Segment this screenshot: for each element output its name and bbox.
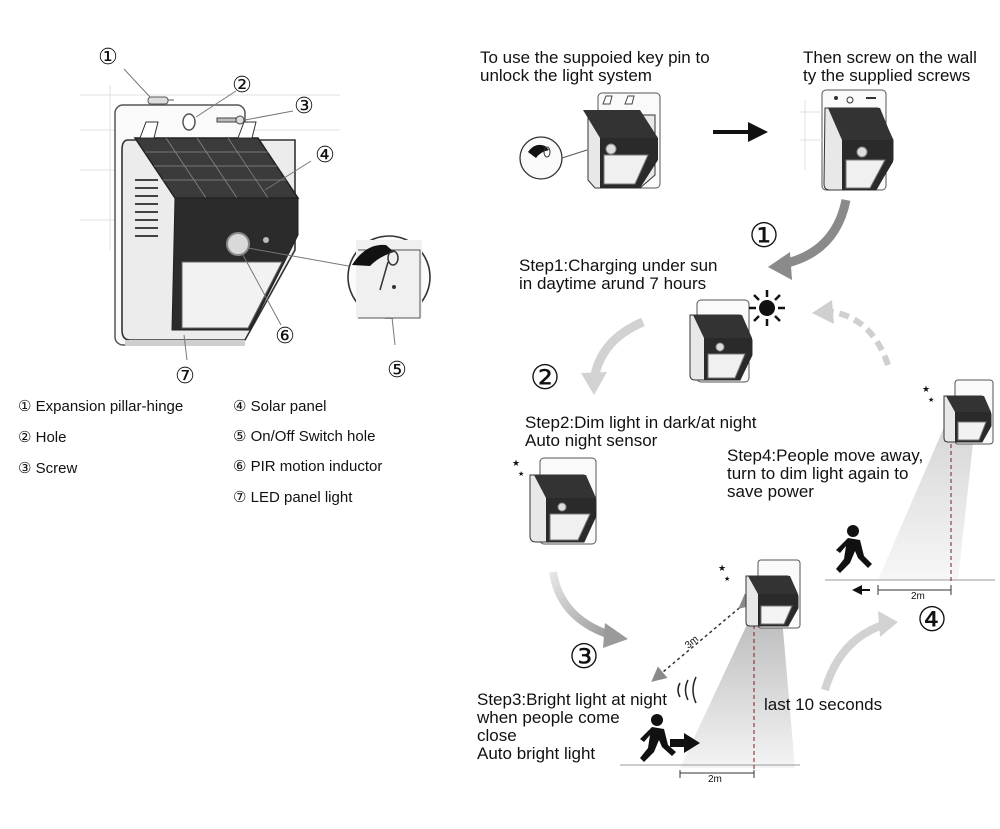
sun-icon bbox=[749, 290, 785, 326]
part-screw-graphic bbox=[216, 115, 245, 125]
legend-label: PIR motion inductor bbox=[250, 458, 383, 475]
device-screwed-illustration bbox=[800, 89, 894, 191]
legend-label: On/Off Switch hole bbox=[250, 428, 376, 445]
part-hole-graphic bbox=[182, 113, 196, 131]
step-marker-3: ③ bbox=[568, 637, 600, 677]
distance-2m-label-step4: 2m bbox=[911, 591, 925, 602]
part-pillar-hinge-graphic bbox=[147, 96, 174, 105]
step-marker-2: ② bbox=[529, 358, 561, 398]
step-marker-1: ① bbox=[748, 216, 780, 256]
step4-text: Step4:People move away, turn to dim ligh… bbox=[727, 446, 924, 501]
svg-text:★: ★ bbox=[518, 470, 524, 478]
arrow-to-step3 bbox=[549, 571, 612, 639]
person-walking-step4 bbox=[836, 525, 872, 573]
distance-2m-label-step3: 2m bbox=[708, 774, 722, 785]
legend-mark: ⑤ bbox=[233, 428, 247, 445]
part-marker-7: ⑦ bbox=[175, 364, 195, 389]
part-marker-4: ④ bbox=[315, 143, 335, 168]
step4-scene bbox=[825, 425, 995, 595]
arrow-step4-to-step1 bbox=[831, 309, 891, 366]
legend-item-2: ② Hole bbox=[18, 429, 66, 446]
moon-icon-step4: ★ ★ bbox=[906, 383, 934, 404]
legend-label: LED panel light bbox=[250, 489, 353, 506]
legend-mark: ④ bbox=[233, 398, 247, 415]
device-step2-illustration bbox=[529, 457, 597, 545]
legend-mark: ② bbox=[18, 429, 32, 446]
device-keypin-illustration bbox=[519, 92, 661, 189]
part-marker-6: ⑥ bbox=[275, 324, 295, 349]
legend-item-4: ④ Solar panel bbox=[233, 398, 327, 415]
svg-text:★: ★ bbox=[724, 575, 730, 583]
device-step3-illustration bbox=[745, 559, 801, 629]
legend-mark: ⑦ bbox=[233, 489, 247, 506]
step2-text: Step2:Dim light in dark/at night Auto ni… bbox=[525, 413, 757, 450]
legend-item-6: ⑥ PIR motion inductor bbox=[233, 458, 382, 475]
step-marker-4: ④ bbox=[916, 600, 948, 640]
instruction-screw-wall: Then screw on the wall ty the supplied s… bbox=[803, 48, 977, 85]
part-marker-2: ② bbox=[232, 73, 252, 98]
moon-icon-step3: ★ ★ bbox=[702, 562, 730, 583]
legend-item-5: ⑤ On/Off Switch hole bbox=[233, 428, 375, 445]
person-walking-step3 bbox=[640, 714, 676, 762]
legend-mark: ③ bbox=[18, 460, 32, 477]
main-device-illustration bbox=[80, 85, 340, 346]
legend-label: Screw bbox=[35, 460, 78, 477]
step3-scene bbox=[620, 593, 800, 778]
instruction-keypin: To use the suppoied key pin to unlock th… bbox=[480, 48, 710, 85]
svg-text:★: ★ bbox=[922, 385, 930, 395]
legend-label: Solar panel bbox=[250, 398, 327, 415]
part-marker-1: ① bbox=[98, 45, 118, 70]
part-marker-5: ⑤ bbox=[387, 358, 407, 383]
legend-item-7: ⑦ LED panel light bbox=[233, 489, 352, 506]
device-step4-illustration bbox=[943, 379, 994, 445]
svg-text:★: ★ bbox=[718, 564, 726, 574]
part-marker-3: ③ bbox=[294, 94, 314, 119]
arrow-to-step4 bbox=[821, 620, 888, 692]
step1-text: Step1:Charging under sun in daytime arun… bbox=[519, 256, 718, 293]
legend-item-1: ① Expansion pillar-hinge bbox=[18, 398, 183, 415]
device-step1-illustration bbox=[689, 299, 753, 383]
step3-text: Step3:Bright light at night when people … bbox=[477, 690, 667, 763]
svg-text:★: ★ bbox=[512, 459, 520, 469]
legend-item-3: ③ Screw bbox=[18, 460, 77, 477]
svg-text:★: ★ bbox=[928, 396, 934, 404]
duration-text: last 10 seconds bbox=[764, 695, 883, 714]
legend-mark: ⑥ bbox=[233, 458, 247, 475]
arrow-to-step2 bbox=[589, 317, 645, 381]
moon-icon-step2: ★ ★ bbox=[497, 458, 524, 479]
legend-label: Expansion pillar-hinge bbox=[35, 398, 184, 415]
next-arrow-top bbox=[713, 122, 768, 142]
switch-hole-detail bbox=[347, 235, 431, 319]
legend-mark: ① bbox=[18, 398, 32, 415]
legend-label: Hole bbox=[35, 429, 67, 446]
